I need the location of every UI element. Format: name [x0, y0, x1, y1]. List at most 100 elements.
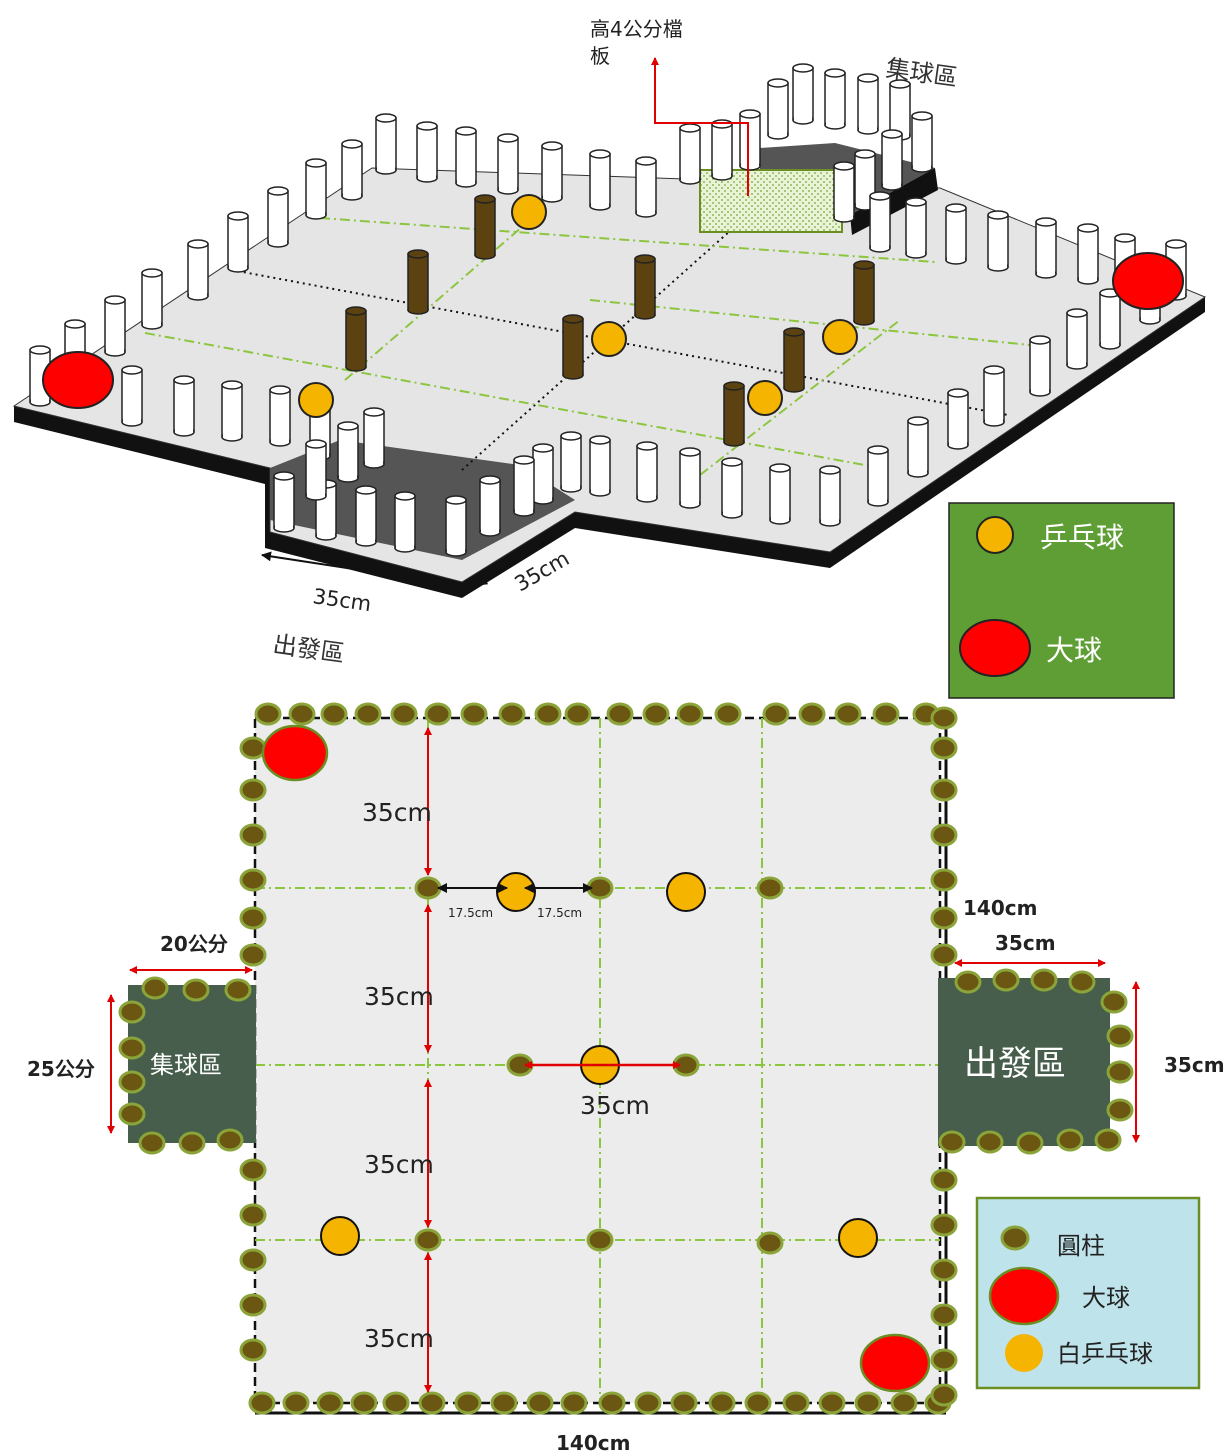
brown-pillar-6	[783, 327, 805, 393]
plan-pillar-81	[1094, 1128, 1122, 1152]
brown-pillar-2-cover	[347, 311, 365, 367]
iso-ping-pong-ball-0	[511, 194, 547, 230]
brown-pillar-7-cover	[725, 386, 743, 442]
plan-pillar-79	[1106, 1060, 1134, 1084]
white-pillar-11-cover	[189, 244, 207, 296]
plan-collect-width-label: 20公分	[160, 932, 228, 956]
plan-pillar-78	[1106, 1024, 1134, 1048]
plan-ping-pong-ball-0	[496, 872, 536, 912]
white-pillar-16-top	[121, 365, 143, 375]
plan-pillar-50	[930, 706, 958, 730]
white-pillar-21-top	[792, 63, 814, 73]
white-pillar-25-cover	[913, 116, 931, 168]
white-pillar-29	[905, 197, 927, 259]
plan-pillar-76	[1068, 970, 1096, 994]
white-pillar-65-top	[739, 109, 761, 119]
plan-pillar-22	[350, 1391, 378, 1415]
white-pillar-5-top	[589, 149, 611, 159]
white-pillar-63-cover	[681, 128, 699, 180]
white-pillar-8-cover	[307, 163, 325, 215]
iso-obstacle-pillars	[345, 194, 875, 447]
white-pillar-32-top	[1035, 217, 1057, 227]
plan-pillar-66	[118, 1000, 146, 1024]
white-pillar-48-cover	[638, 446, 656, 498]
white-pillar-63	[679, 123, 701, 185]
white-pillar-1-cover	[418, 126, 436, 178]
white-pillar-43-cover	[869, 450, 887, 502]
white-pillar-19-cover	[271, 390, 289, 442]
white-pillar-9-cover	[269, 191, 287, 243]
plan-legend-pillar-swatch	[1000, 1225, 1030, 1251]
white-pillar-14-top	[64, 319, 86, 329]
white-pillar-62-cover	[307, 444, 325, 496]
white-pillar-4	[541, 141, 563, 203]
white-pillar-62	[305, 439, 327, 501]
brown-pillar-5-top	[853, 260, 875, 270]
white-pillar-3	[497, 133, 519, 195]
white-pillar-17-top	[173, 375, 195, 385]
plan-pillar-17	[872, 702, 900, 726]
white-pillar-3-cover	[499, 138, 517, 190]
brown-pillar-5	[853, 260, 875, 326]
white-pillar-27-top	[854, 149, 876, 159]
plan-half-right-label: 17.5cm	[537, 906, 582, 920]
plan-pillar-93	[756, 1231, 784, 1255]
plan-pillar-92	[586, 1228, 614, 1252]
plan-start-zone	[938, 978, 1110, 1146]
white-pillar-40-cover	[985, 370, 1003, 422]
white-pillar-63-top	[679, 123, 701, 133]
plan-pillar-65	[224, 978, 252, 1002]
plan-legend-pillar-label: 圓柱	[1057, 1232, 1105, 1260]
plan-big-ball-top-left	[261, 724, 329, 782]
iso-ping-pong-ball-3	[747, 380, 783, 416]
plan-pillar-56	[930, 943, 958, 967]
plan-dim-row-2: 35cm	[364, 982, 434, 1011]
iso-ping-pong-ball-2	[822, 319, 858, 355]
white-pillar-49-cover	[591, 440, 609, 492]
white-pillar-27	[854, 149, 876, 211]
plan-pillar-60	[930, 1303, 958, 1327]
plan-pillar-49	[239, 1338, 267, 1362]
plan-pillar-58	[930, 1213, 958, 1237]
plan-start-width-label: 35cm	[995, 931, 1056, 955]
plan-pillars	[118, 702, 1134, 1415]
white-pillar-55	[394, 491, 416, 553]
white-pillar-43-top	[867, 445, 889, 455]
plan-pillar-44	[239, 943, 267, 967]
plan-pillar-83	[1016, 1131, 1044, 1155]
white-pillar-22-top	[824, 68, 846, 78]
white-pillar-47-cover	[681, 452, 699, 504]
white-pillar-32	[1035, 217, 1057, 279]
plan-pillar-46	[239, 1203, 267, 1227]
plan-pillar-91	[414, 1228, 442, 1252]
white-pillar-61-cover	[365, 412, 383, 464]
white-pillar-11-top	[187, 239, 209, 249]
iso-big-ball-right	[1112, 252, 1184, 310]
iso-legend-big-ball-swatch	[959, 619, 1031, 677]
white-pillar-43	[867, 445, 889, 507]
plan-dim-row-3: 35cm	[364, 1150, 434, 1179]
brown-pillar-6-cover	[785, 332, 803, 388]
plan-legend-big-ball-label: 大球	[1082, 1284, 1130, 1312]
white-pillar-23	[857, 73, 879, 135]
plan-pillar-35	[818, 1391, 846, 1415]
plan-pillar-64	[182, 978, 210, 1002]
white-pillar-52-top	[513, 455, 535, 465]
plan-pillar-15	[798, 702, 826, 726]
brown-pillar-1	[407, 249, 429, 315]
white-pillar-54-cover	[447, 500, 465, 552]
white-pillar-50	[560, 431, 582, 493]
plan-pillar-86	[414, 876, 442, 900]
plan-pillar-6	[460, 702, 488, 726]
plan-pillar-82	[1056, 1128, 1084, 1152]
white-pillar-65	[739, 109, 761, 171]
plan-pillar-31	[670, 1391, 698, 1415]
iso-legend-ping-pong-swatch	[976, 516, 1014, 554]
white-pillar-44	[819, 465, 841, 527]
plan-pillar-45	[239, 1158, 267, 1182]
white-pillar-64	[711, 119, 733, 181]
white-pillar-52-cover	[515, 460, 533, 512]
white-pillar-19-top	[269, 385, 291, 395]
white-pillar-10-top	[227, 211, 249, 221]
plan-pillar-23	[382, 1391, 410, 1415]
